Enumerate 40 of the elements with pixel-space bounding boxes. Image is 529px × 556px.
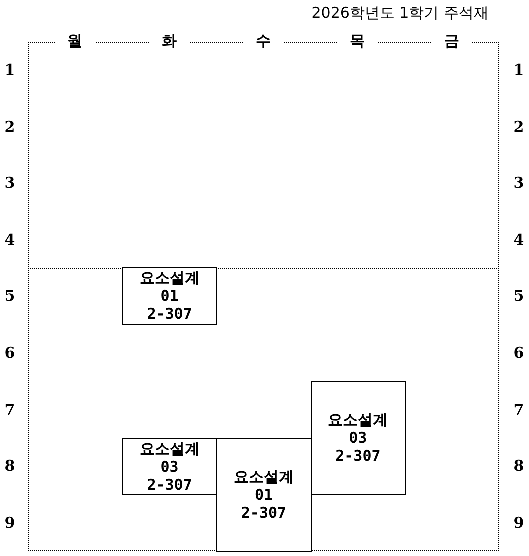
section-number: 01 xyxy=(160,287,179,305)
row-number: 3 xyxy=(4,174,16,192)
day-label: 수 xyxy=(244,32,284,50)
row-number: 1 xyxy=(4,61,16,79)
row-number: 2 xyxy=(512,118,526,136)
row-number: 3 xyxy=(512,174,526,192)
row-number: 6 xyxy=(512,344,526,362)
row-number: 1 xyxy=(512,61,526,79)
room-number: 2-307 xyxy=(336,447,381,465)
row-number: 4 xyxy=(512,230,526,249)
class-box xyxy=(216,438,312,552)
section-number: 03 xyxy=(160,458,179,476)
class-box xyxy=(310,381,406,495)
title: 2026학년도 1학기 주석재 xyxy=(312,4,489,22)
row-number: 8 xyxy=(512,457,526,476)
course-name: 요소설계 xyxy=(234,468,294,486)
section-number: 01 xyxy=(254,486,274,504)
row-number: 7 xyxy=(512,400,526,419)
row-number: 2 xyxy=(4,118,16,136)
course-name: 요소설계 xyxy=(140,269,200,287)
row-number: 9 xyxy=(4,514,16,532)
day-label: 화 xyxy=(149,32,190,50)
day-label: 월 xyxy=(55,32,96,50)
class-box xyxy=(122,438,218,495)
row-number: 5 xyxy=(512,287,526,306)
row-number: 9 xyxy=(512,514,526,532)
room-number: 2-307 xyxy=(147,305,192,323)
day-label: 목 xyxy=(338,32,378,50)
section-number: 03 xyxy=(349,429,368,447)
row-number: 6 xyxy=(4,344,16,362)
course-name: 요소설계 xyxy=(140,440,200,458)
room-number: 2-307 xyxy=(241,504,287,522)
row-number: 7 xyxy=(4,400,16,419)
room-number: 2-307 xyxy=(147,476,192,494)
course-name: 요소설계 xyxy=(328,411,388,429)
day-label: 금 xyxy=(432,32,472,50)
row-number: 8 xyxy=(4,457,16,476)
row-number: 4 xyxy=(4,230,16,249)
class-box xyxy=(122,267,218,325)
row-number: 5 xyxy=(4,287,16,306)
